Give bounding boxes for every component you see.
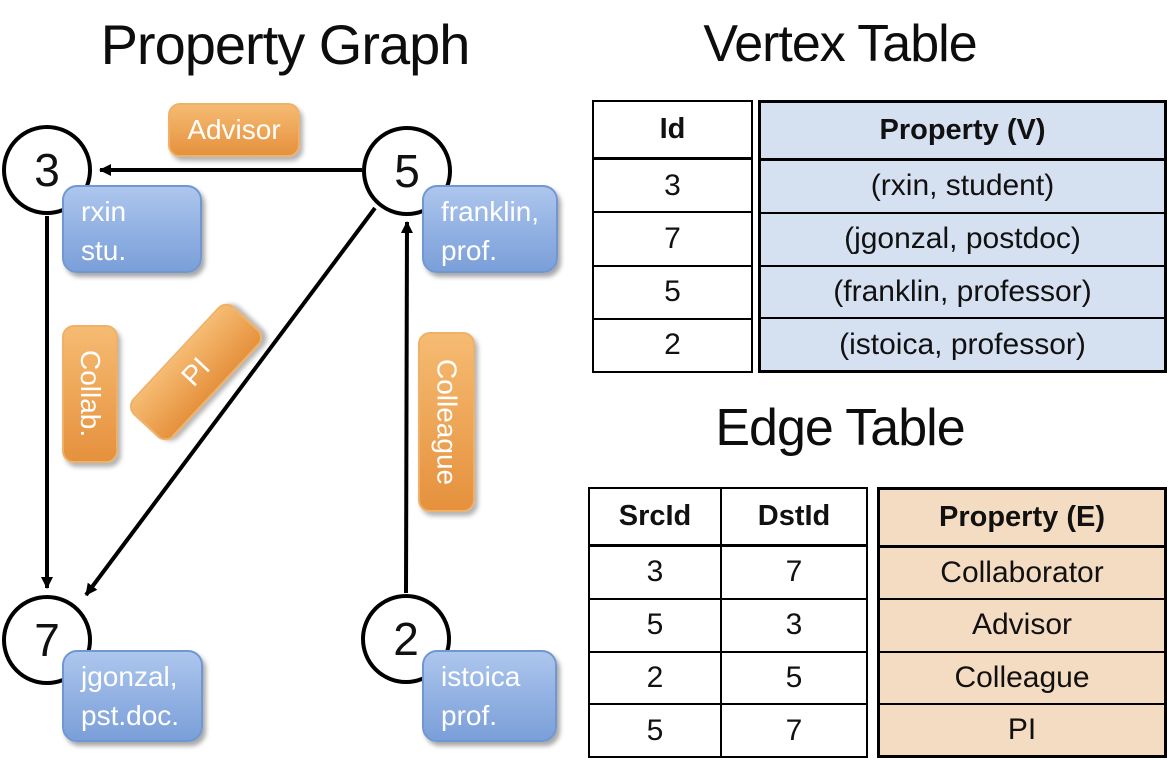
vertex-table-property-cell: (istoica, professor): [761, 317, 1164, 370]
edge-table-dst-cell: 7: [785, 713, 803, 747]
edge-table-header-srcid: SrcId: [590, 489, 722, 544]
edge-table-property-cell: Colleague: [880, 650, 1164, 703]
edge-label-colleague: Colleague: [418, 332, 475, 512]
edge-table-row: 2 5: [590, 650, 866, 704]
node-7-id: 7: [34, 614, 60, 666]
edge-table-header-property: Property (E): [939, 501, 1105, 533]
edge-label-collab-text: Collab.: [75, 350, 106, 438]
edge-table-property-cell: PI: [880, 702, 1164, 755]
edge-table-property-cell: Advisor: [880, 598, 1164, 650]
vertex-table-property-cell: (jgonzal, postdoc): [761, 211, 1164, 265]
edge-table-dst-cell: 5: [785, 660, 803, 694]
node-3-property-box: rxin stu.: [62, 185, 202, 273]
vertex-table-id-cell: 3: [594, 157, 751, 211]
edge-table-src-cell: 2: [590, 652, 722, 704]
graph-node-5: 5: [362, 126, 452, 216]
vertex-table-header-id: Id: [659, 113, 686, 145]
edge-label-advisor-text: Advisor: [187, 114, 281, 145]
edge-table-src-cell: 5: [590, 599, 722, 651]
node-2-id: 2: [393, 613, 419, 665]
edge-table-property-cell: Collaborator: [880, 545, 1164, 598]
edge-table-header-row: SrcId DstId: [590, 489, 866, 544]
edge-label-colleague-text: Colleague: [431, 358, 463, 486]
edge-table-title: Edge Table: [715, 399, 965, 457]
edge-table-header-dstid: DstId: [757, 500, 831, 532]
vertex-table-property-column: Property (V) (rxin, student) (jgonzal, p…: [758, 100, 1167, 373]
edge-table-row: 5 3: [590, 597, 866, 651]
vertex-table-id-cell: 2: [594, 317, 751, 371]
edge-label-advisor: Advisor: [168, 103, 300, 157]
edge-table-dst-cell: 7: [785, 555, 803, 589]
vertex-table-id-cell: 7: [594, 211, 751, 264]
node-3-id: 3: [34, 144, 60, 196]
vertex-table-property-cell: (franklin, professor): [761, 264, 1164, 318]
edge-table-row: 3 7: [590, 544, 866, 598]
node-7-property-box: jgonzal, pst.doc.: [62, 650, 203, 742]
node-5-property-box: franklin, prof.: [422, 185, 558, 273]
edge-table-src-cell: 3: [590, 547, 722, 598]
vertex-table-title: Vertex Table: [703, 15, 977, 73]
node-5-id: 5: [394, 145, 420, 197]
vertex-table-id-column: Id 3 7 5 2: [592, 100, 753, 373]
edge-table-src-cell: 5: [590, 705, 722, 756]
edge-pi-5-to-7: [84, 206, 377, 597]
graph-edges-layer: [41, 164, 413, 597]
edge-table-id-columns: SrcId DstId 3 7 5 3 2 5 5 7: [588, 487, 868, 758]
vertex-table-property-cell: (rxin, student): [761, 158, 1164, 212]
property-graph-title: Property Graph: [100, 13, 471, 76]
edge-label-collab: Collab.: [62, 325, 118, 463]
vertex-table-id-cell: 5: [594, 264, 751, 318]
vertex-table-header-property: Property (V): [879, 114, 1046, 146]
edge-colleague-2-to-5: [400, 221, 413, 594]
node-2-property-box: istoica prof.: [422, 650, 557, 742]
graph-node-2: 2: [361, 594, 451, 684]
edge-table-property-column: Property (E) Collaborator Advisor Collea…: [877, 487, 1167, 758]
edge-table-dst-cell: 3: [785, 608, 803, 642]
edge-label-pi-text: PI: [175, 351, 216, 392]
edge-table-row: 5 7: [590, 703, 866, 756]
